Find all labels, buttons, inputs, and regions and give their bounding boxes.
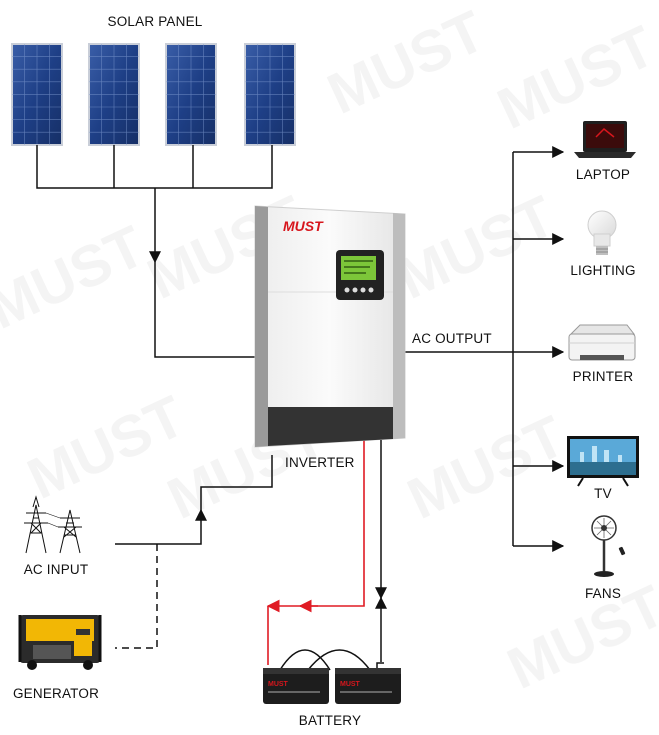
inverter-label: INVERTER — [285, 455, 355, 470]
printer-icon — [568, 324, 636, 361]
solar-panel-icon — [11, 43, 63, 146]
battery-icon: MUST MUST — [263, 649, 401, 704]
ac-output-label: AC OUTPUT — [412, 331, 492, 346]
watermark: MUST — [318, 0, 494, 127]
solar-panel-icon — [88, 43, 140, 146]
battery-charge-lines — [266, 440, 365, 665]
inverter-logo: MUST — [283, 218, 324, 234]
watermark: MUST — [0, 213, 154, 341]
lighting-label: LIGHTING — [570, 263, 636, 278]
fan-icon — [591, 515, 626, 577]
connection-lines — [36, 145, 565, 672]
ac-input-label: AC INPUT — [23, 562, 89, 577]
laptop-icon — [574, 121, 636, 158]
printer-label: PRINTER — [572, 369, 634, 384]
generator-label: GENERATOR — [12, 686, 100, 701]
inverter-icon: MUST — [254, 205, 406, 448]
watermark: MUST — [488, 13, 659, 141]
watermark: MUST — [398, 403, 574, 531]
fans-label: FANS — [584, 586, 622, 601]
tv-label: TV — [594, 486, 612, 501]
battery-logo: MUST — [268, 681, 289, 688]
generator-icon — [18, 615, 102, 670]
solar-panel-label: SOLAR PANEL — [107, 14, 203, 29]
watermark: MUST — [498, 573, 659, 701]
battery-label: BATTERY — [298, 713, 362, 728]
solar-panel-icon — [165, 43, 217, 146]
laptop-label: LAPTOP — [575, 167, 631, 182]
bulb-icon — [587, 210, 617, 255]
solar-panel-icon — [244, 43, 296, 146]
tv-icon — [567, 436, 639, 487]
solar-panel-array — [11, 43, 296, 146]
battery-logo: MUST — [340, 681, 361, 688]
pylon-icon — [24, 495, 82, 554]
watermark: MUST — [388, 183, 564, 311]
